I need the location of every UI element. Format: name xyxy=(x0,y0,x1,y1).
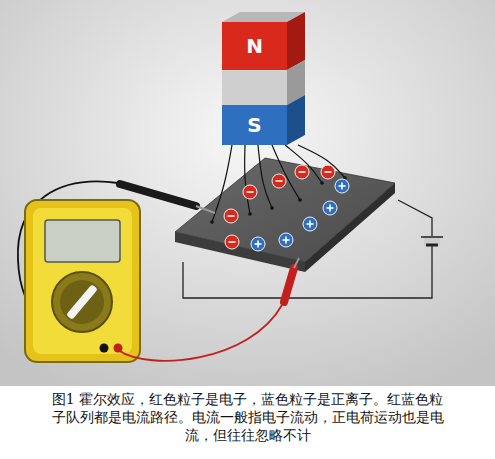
figure-caption: 图1 霍尔效应，红色粒子是电子，蓝色粒子是正离子。红蓝色粒子队列都是电流路径。电… xyxy=(45,390,450,444)
red-probe xyxy=(118,258,299,361)
pole-label: S xyxy=(247,113,261,137)
charge-particles xyxy=(224,165,349,251)
electron xyxy=(243,185,257,199)
field-line xyxy=(245,145,250,214)
field-line xyxy=(258,145,272,208)
positive-ion xyxy=(335,179,349,193)
field-dot xyxy=(320,181,324,185)
electron xyxy=(225,235,239,249)
field-line xyxy=(285,145,322,183)
pole-label: N xyxy=(246,34,263,58)
electron xyxy=(321,165,335,179)
field-dot xyxy=(210,220,214,224)
background xyxy=(0,0,495,386)
field-lines xyxy=(210,145,347,224)
positive-ion xyxy=(251,237,265,251)
magnet-pole: S xyxy=(222,105,287,145)
positive-ion xyxy=(323,201,337,215)
positive-ion xyxy=(279,233,293,247)
field-dot xyxy=(298,198,302,202)
magnet xyxy=(222,12,305,145)
hall-plate xyxy=(175,158,395,272)
electron xyxy=(272,174,286,188)
field-dot xyxy=(248,212,252,216)
black-probe xyxy=(120,184,215,213)
magnet-pole: N xyxy=(222,22,287,70)
positive-ion xyxy=(303,217,317,231)
field-dot xyxy=(270,206,274,210)
battery-symbol xyxy=(421,236,443,246)
multimeter xyxy=(18,182,140,362)
electron xyxy=(295,165,309,179)
electron xyxy=(224,209,238,223)
